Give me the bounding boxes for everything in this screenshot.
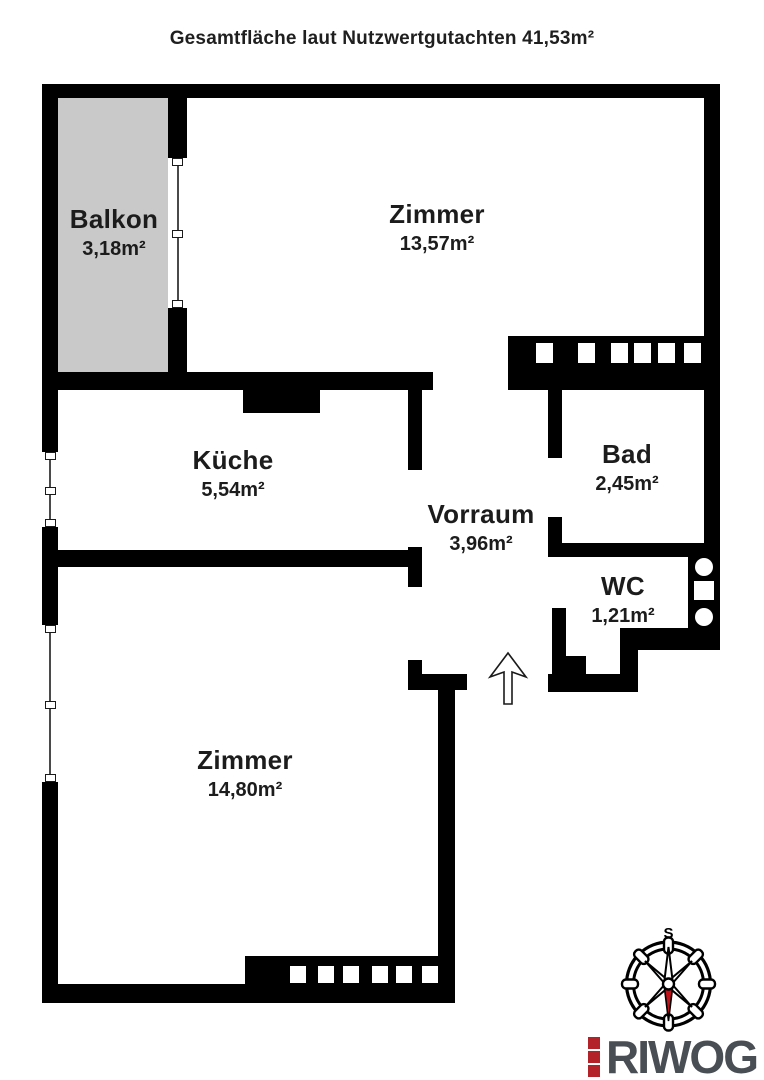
room-label-zimmer-top: Zimmer 13,57m² bbox=[389, 200, 485, 256]
compass-south-label: S bbox=[663, 925, 673, 942]
room-label-wc: WC 1,21m² bbox=[591, 572, 654, 628]
band-square bbox=[343, 966, 359, 983]
room-name: Vorraum bbox=[427, 499, 535, 529]
wall bbox=[42, 84, 720, 98]
window-handle bbox=[44, 519, 56, 527]
wall bbox=[438, 683, 455, 984]
page-title: Gesamtfläche laut Nutzwertgutachten 41,5… bbox=[169, 28, 595, 49]
wall bbox=[548, 543, 720, 557]
room-name: Zimmer bbox=[197, 745, 293, 775]
entrance-arrow-icon bbox=[487, 651, 529, 705]
wall bbox=[42, 527, 58, 625]
shaft-square-icon bbox=[694, 581, 714, 600]
band-square bbox=[318, 966, 334, 983]
compass-icon: S bbox=[620, 925, 717, 1032]
window-handle bbox=[44, 774, 56, 782]
wall bbox=[42, 782, 58, 1003]
band-square bbox=[536, 343, 553, 363]
logo-accent-squares-icon bbox=[588, 1037, 600, 1077]
band-square bbox=[634, 343, 651, 363]
window-handle bbox=[44, 625, 56, 633]
wall bbox=[548, 674, 638, 692]
riwog-logo: RIWOG bbox=[588, 1031, 759, 1080]
wall bbox=[552, 608, 566, 692]
band-square bbox=[290, 966, 306, 983]
band-square bbox=[684, 343, 701, 363]
room-area: 1,21m² bbox=[591, 604, 655, 627]
window-handle bbox=[172, 300, 183, 308]
wall bbox=[42, 984, 245, 1003]
room-area: 3,18m² bbox=[82, 237, 146, 260]
band-square bbox=[422, 966, 438, 983]
band-square bbox=[658, 343, 675, 363]
wall-chimney-block bbox=[243, 372, 320, 413]
room-label-zimmer-bottom: Zimmer 14,80m² bbox=[197, 746, 293, 802]
wall bbox=[168, 98, 187, 158]
room-area: 13,57m² bbox=[399, 232, 475, 255]
room-area: 3,96m² bbox=[449, 532, 513, 555]
wall bbox=[42, 550, 410, 567]
window-handle bbox=[172, 230, 183, 238]
wall bbox=[408, 376, 422, 470]
room-label-kueche: Küche 5,54m² bbox=[193, 446, 274, 502]
band-square bbox=[396, 966, 412, 983]
room-area: 2,45m² bbox=[595, 472, 659, 495]
window bbox=[42, 452, 58, 527]
room-name: WC bbox=[601, 571, 645, 601]
window-handle bbox=[172, 158, 183, 166]
wall bbox=[168, 308, 187, 390]
logo-text: RIWOG bbox=[606, 1031, 759, 1080]
wall bbox=[42, 372, 433, 390]
room-label-bad: Bad 2,45m² bbox=[595, 440, 658, 496]
room-area: 5,54m² bbox=[201, 478, 265, 501]
wall bbox=[548, 376, 562, 458]
window-handle bbox=[44, 452, 56, 460]
room-label-balkon: Balkon 3,18m² bbox=[70, 205, 158, 261]
room-name: Bad bbox=[601, 439, 653, 469]
room-area: 14,80m² bbox=[207, 778, 283, 801]
room-name: Zimmer bbox=[389, 199, 485, 229]
window bbox=[168, 158, 187, 308]
room-name: Balkon bbox=[69, 204, 159, 234]
window bbox=[42, 625, 58, 782]
shaft-circle-icon bbox=[695, 608, 713, 626]
window-handle bbox=[44, 701, 56, 709]
room-name: Küche bbox=[192, 445, 274, 475]
wall bbox=[408, 547, 422, 587]
balcony-area-fill bbox=[58, 98, 168, 372]
window-handle bbox=[44, 487, 56, 495]
band-square bbox=[578, 343, 595, 363]
band-square bbox=[611, 343, 628, 363]
wall bbox=[42, 84, 58, 452]
shaft-circle-icon bbox=[695, 558, 713, 576]
room-label-vorraum: Vorraum 3,96m² bbox=[427, 500, 534, 556]
band-square bbox=[372, 966, 388, 983]
